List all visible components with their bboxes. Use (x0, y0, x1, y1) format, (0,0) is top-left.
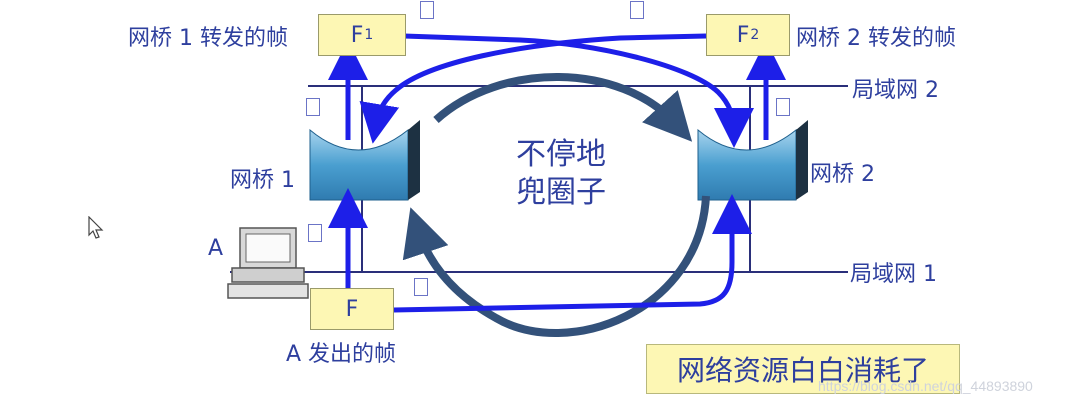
frame-f-box: F (310, 288, 394, 330)
bridge1-forward-label: 网桥 1 转发的帧 (128, 26, 288, 51)
glyph-box (308, 224, 322, 242)
glyph-box (306, 98, 320, 116)
frame-f1-subscript: 1 (364, 27, 374, 43)
computer-icon (227, 227, 309, 299)
frame-f-label: F (345, 296, 359, 322)
watermark-text: https://blog.csdn.net/qq_44893890 (818, 378, 1033, 394)
loop-arrows (402, 73, 710, 337)
lan1-label: 局域网 1 (850, 262, 937, 287)
host-a-label: A (208, 236, 224, 261)
bridge1-label: 网桥 1 (230, 168, 295, 193)
summary-callout: 网络资源白白消耗了 (646, 344, 960, 394)
bridge-2-icon (697, 120, 808, 201)
forward-arrows (328, 33, 786, 313)
bridge-1-icon (309, 120, 420, 201)
loop-caption: 不停地 兜圈子 (516, 136, 606, 212)
frame-f2-subscript: 2 (750, 27, 760, 43)
glyph-box (630, 1, 644, 19)
bridge2-label: 网桥 2 (810, 162, 875, 187)
a-sends-label: A 发出的帧 (286, 342, 397, 367)
glyph-box (414, 278, 428, 296)
glyph-box (776, 98, 790, 116)
frame-f1-label: F (350, 22, 364, 48)
frame-f2-label: F (736, 22, 750, 48)
glyph-box (420, 1, 434, 19)
lan2-label: 局域网 2 (852, 78, 939, 103)
loop-caption-line2: 兜圈子 (516, 175, 606, 210)
mouse-cursor-icon (88, 216, 104, 239)
bridge2-forward-label: 网桥 2 转发的帧 (796, 26, 956, 51)
loop-caption-line1: 不停地 (516, 137, 606, 172)
